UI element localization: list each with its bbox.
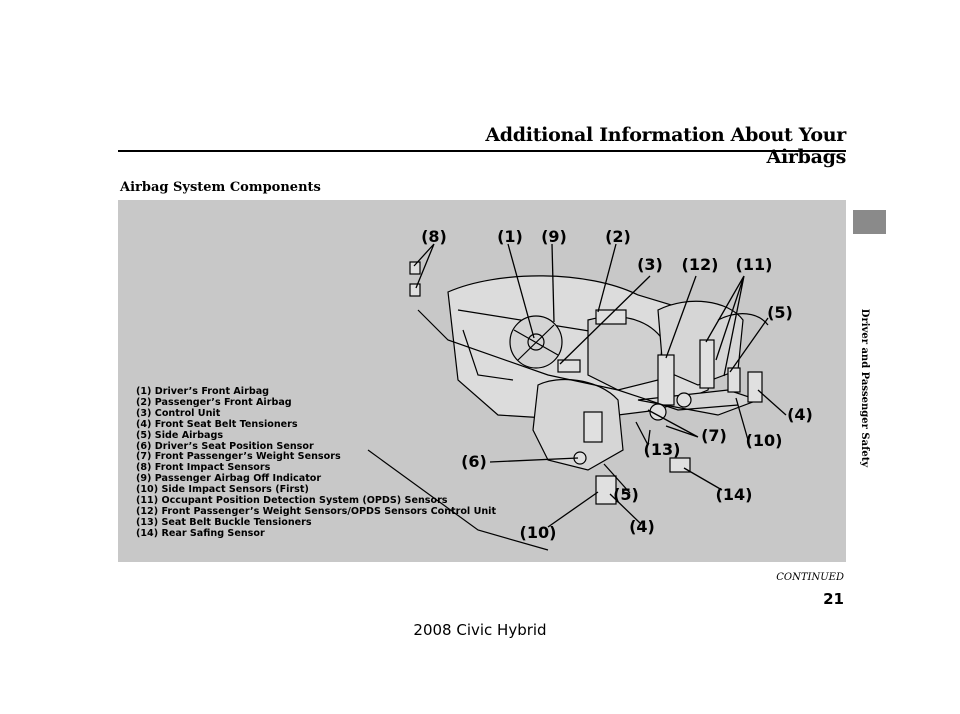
callout-5-lower: (5) [613,485,639,504]
legend-item: (14) Rear Safing Sensor [136,527,265,539]
callout-5-upper: (5) [767,303,793,322]
callout-7: (7) [701,426,727,445]
legend-item: (6) Driver’s Seat Position Sensor [136,440,314,452]
footer-watermark: 2008 Civic Hybrid [413,621,547,639]
callout-4-lower: (4) [629,517,655,536]
legend-item: (2) Passenger’s Front Airbag [136,396,292,408]
page-title: Additional Information About Your Airbag… [485,124,846,168]
callout-2: (2) [605,227,631,246]
continued-note: CONTINUED [776,572,844,583]
airbag-diagram-panel: (8) (1) (9) (2) (3) (12) (11) (5) (4) (7… [118,200,846,562]
callout-3: (3) [637,255,663,274]
callout-8: (8) [421,227,447,246]
callout-labels: (8) (1) (9) (2) (3) (12) (11) (5) (4) (7… [421,227,813,542]
callout-6: (6) [461,452,487,471]
callout-9: (9) [541,227,567,246]
legend-item: (11) Occupant Position Detection System … [136,495,448,507]
legend-item: (3) Control Unit [136,407,221,419]
legend-item: (12) Front Passenger’s Weight Sensors/OP… [136,505,497,517]
section-tab-marker [853,210,886,234]
legend-item: (4) Front Seat Belt Tensioners [136,418,298,430]
legend-item: (9) Passenger Airbag Off Indicator [136,473,322,485]
legend-item: (8) Front Impact Sensors [136,462,271,474]
section-heading: Airbag System Components [120,180,321,195]
callout-10-right: (10) [746,431,783,450]
callout-11: (11) [736,255,773,274]
legend-item: (13) Seat Belt Buckle Tensioners [136,516,312,528]
callout-13: (13) [644,440,681,459]
page-number: 21 [823,590,844,608]
legend-item: (5) Side Airbags [136,429,224,441]
component-legend: (1) Driver’s Front Airbag (2) Passenger’… [136,386,497,540]
callout-12: (12) [682,255,719,274]
callout-1: (1) [497,227,523,246]
airbag-diagram: (8) (1) (9) (2) (3) (12) (11) (5) (4) (7… [367,227,813,551]
legend-item: (10) Side Impact Sensors (First) [136,484,309,496]
leader-lines [413,243,787,528]
callout-4-right: (4) [787,405,813,424]
legend-item: (7) Front Passenger’s Weight Sensors [136,451,341,463]
side-section-label-text: Driver and Passenger Safety [859,308,870,468]
legend-item: (1) Driver’s Front Airbag [136,386,270,397]
callout-10-lower: (10) [520,523,557,542]
title-rule [118,150,846,152]
callout-14: (14) [716,485,753,504]
